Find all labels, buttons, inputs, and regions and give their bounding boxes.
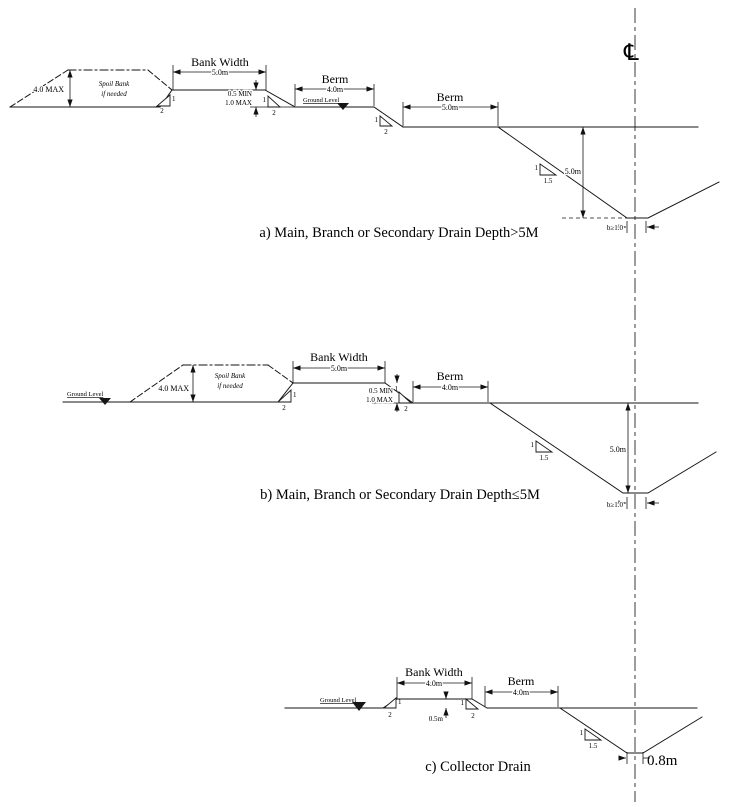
spoil-bank-name-2: if needed (101, 90, 127, 98)
bank-width-value: 4.0m (426, 679, 443, 688)
berm1-value: 4.0m (327, 85, 344, 94)
slope-triangle-icon (155, 94, 171, 107)
water-level-icon (337, 103, 349, 110)
slope-run-label: 1.5 (544, 177, 553, 185)
drain-depth-value: 5.0m (565, 167, 582, 176)
section-c: Ground Level 1 2 Bank Width 4.0m 0.5m 1 … (284, 665, 703, 775)
spoil-bank-name-1: Spoil Bank (99, 80, 130, 88)
spoil-bank-base-line (9, 89, 173, 108)
ground-level-label: Ground Level (320, 697, 356, 704)
slope-triangle-icon (379, 115, 394, 127)
slope-rise-label: 1 (531, 441, 535, 449)
centerline-symbol: ℄ (623, 40, 639, 66)
bank-height-value: 0.5m (429, 715, 444, 723)
slope-triangle-icon (584, 728, 603, 741)
drain-profile-line (559, 707, 703, 754)
bank-top-and-step-line (171, 89, 296, 108)
slope-rise-label: 1 (398, 698, 402, 706)
slope-triangle-icon (267, 94, 282, 108)
drain-depth-value: 5.0m (610, 445, 627, 454)
spoil-bank-right-slope-dashed (147, 69, 173, 91)
slope-run-label: 2 (272, 109, 276, 117)
slope-rise-label: 1 (172, 95, 176, 103)
spoil-height-label: 4.0 MAX (33, 85, 64, 94)
slope-triangle-icon (539, 163, 558, 176)
bank-width-title: Bank Width (191, 55, 249, 69)
freeboard-max-label: 1.0 MAX (366, 396, 393, 404)
berm2-value: 5.0m (442, 103, 459, 112)
slope-run-label: 2 (160, 107, 164, 115)
slope-run-label: 2 (404, 405, 408, 413)
freeboard-min-label: 0.5 MIN (369, 387, 393, 395)
spoil-height-label: 4.0 MAX (158, 384, 189, 393)
slope-rise-label: 1 (461, 699, 465, 707)
freeboard-min-label: 0.5 MIN (228, 90, 252, 98)
bank-width-title: Bank Width (405, 665, 463, 679)
bank-width-value: 5.0m (212, 68, 229, 77)
slope-triangle-icon (382, 697, 397, 709)
slope-rise-label: 1 (263, 96, 267, 104)
slope-run-label: 1.5 (589, 742, 598, 750)
slope-rise-label: 1 (395, 385, 399, 393)
bottom-width-value: b≥1.0 (607, 501, 624, 509)
spoil-bank-right-slope-dashed (267, 364, 294, 384)
slope-run-label: 2 (282, 404, 286, 412)
berm1-surface-line (294, 106, 404, 128)
bank-width-value: 5.0m (331, 364, 348, 373)
slope-triangle-icon (465, 698, 480, 710)
spoil-bank-left-slope-dashed (9, 69, 69, 108)
slope-run-label: 2 (388, 711, 392, 719)
slope-rise-label: 1 (580, 729, 584, 737)
bank-width-title: Bank Width (310, 350, 368, 364)
ground-level-label: Ground Level (67, 391, 103, 398)
water-level-icon (352, 702, 366, 711)
drain-centerline: ℄ (623, 8, 639, 802)
section-b-caption: b) Main, Branch or Secondary Drain Depth… (260, 487, 540, 503)
spoil-bank-name-1: Spoil Bank (215, 372, 246, 380)
bottom-width-value: 0.8m (647, 753, 678, 769)
slope-triangle-icon (535, 440, 554, 453)
section-a: 4.0 MAX Spoil Bank if needed 1 2 Bank Wi… (9, 55, 720, 241)
freeboard-max-label: 1.0 MAX (225, 99, 252, 107)
berm-title: Berm (508, 674, 535, 688)
slope-run-label: 1.5 (540, 454, 549, 462)
section-a-caption: a) Main, Branch or Secondary Drain Depth… (259, 225, 538, 241)
slope-run-label: 2 (471, 712, 475, 720)
slope-triangle-icon (276, 388, 292, 403)
berm-value: 4.0m (513, 688, 530, 697)
section-c-caption: c) Collector Drain (425, 759, 531, 775)
berm-title: Berm (437, 369, 464, 383)
slope-run-label: 2 (384, 128, 388, 136)
drain-profile-line (489, 402, 717, 494)
slope-rise-label: 1 (293, 391, 297, 399)
berm-value: 4.0m (442, 383, 459, 392)
bottom-width-value: b≥1.0 (607, 224, 624, 232)
slope-rise-label: 1 (375, 116, 379, 124)
slope-rise-label: 1 (535, 164, 539, 172)
drain-profile-line (497, 126, 720, 219)
berm1-title: Berm (322, 72, 349, 86)
section-b: Ground Level 4.0 MAX Spoil Bank if neede… (62, 350, 717, 510)
slope-triangle-icon (398, 390, 413, 404)
berm2-title: Berm (437, 90, 464, 104)
spoil-bank-left-slope-dashed (129, 364, 184, 403)
ground-level-label: Ground Level (303, 97, 339, 104)
spoil-bank-name-2: if needed (217, 382, 243, 390)
